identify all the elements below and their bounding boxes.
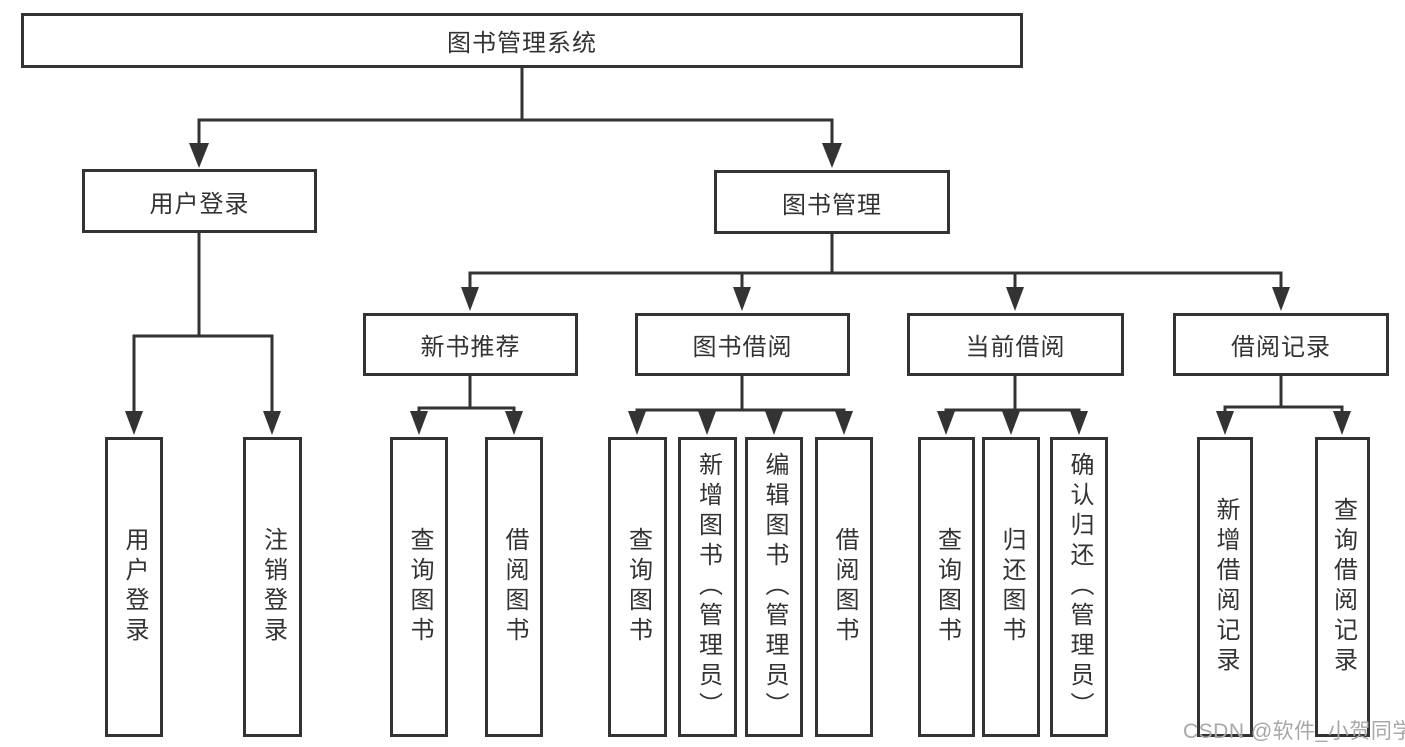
leaf-borrow-books-recommend: 借阅图书 <box>485 437 543 737</box>
node-borrowing-records-label: 借阅记录 <box>1231 334 1331 361</box>
watermark-text: CSDN @软件_小贺同学 <box>1183 720 1405 743</box>
leaf-confirm-return-admin: 确认归还（管理员） <box>1050 437 1108 737</box>
leaf-user-login: 用户登录 <box>105 437 163 737</box>
leaf-return-books: 归还图书 <box>982 437 1040 737</box>
leaf-borrow-books-label: 借阅图书 <box>831 527 858 647</box>
node-root: 图书管理系统 <box>21 13 1023 68</box>
leaf-add-borrow-record-label: 新增借阅记录 <box>1212 497 1239 677</box>
leaf-query-books-recommend: 查询图书 <box>390 437 448 737</box>
leaf-query-books-borrowing-label: 查询图书 <box>624 527 652 647</box>
leaf-logout-label: 注销登录 <box>259 527 287 647</box>
leaf-logout: 注销登录 <box>243 437 302 737</box>
leaf-query-books-recommend-label: 查询图书 <box>406 527 433 647</box>
leaf-borrow-books: 借阅图书 <box>815 437 873 737</box>
leaf-edit-book-admin: 编辑图书（管理员） <box>745 437 803 737</box>
leaf-add-book-admin: 新增图书（管理员） <box>678 437 737 737</box>
node-new-book-recommend-label: 新书推荐 <box>420 334 521 361</box>
leaf-edit-book-admin-label: 编辑图书（管理员） <box>761 452 788 722</box>
leaf-query-books-current-label: 查询图书 <box>933 527 961 647</box>
node-book-borrowing: 图书借阅 <box>635 313 850 376</box>
leaf-query-books-current: 查询图书 <box>918 437 975 737</box>
leaf-query-books-borrowing: 查询图书 <box>608 437 667 737</box>
node-book-management: 图书管理 <box>714 170 950 234</box>
node-user-login: 用户登录 <box>82 169 317 233</box>
node-current-borrowing: 当前借阅 <box>907 313 1124 376</box>
leaf-return-books-label: 归还图书 <box>998 527 1025 647</box>
node-current-borrowing-label: 当前借阅 <box>965 334 1066 361</box>
node-book-management-label: 图书管理 <box>782 191 882 219</box>
leaf-user-login-label: 用户登录 <box>121 527 148 647</box>
leaf-add-borrow-record: 新增借阅记录 <box>1197 437 1253 737</box>
node-borrowing-records: 借阅记录 <box>1173 313 1389 376</box>
leaf-add-book-admin-label: 新增图书（管理员） <box>694 452 722 722</box>
leaf-query-borrow-record-label: 查询借阅记录 <box>1329 497 1357 677</box>
leaf-query-borrow-record: 查询借阅记录 <box>1315 437 1370 737</box>
node-user-login-label: 用户登录 <box>149 190 250 218</box>
leaf-borrow-books-recommend-label: 借阅图书 <box>501 527 528 647</box>
node-new-book-recommend: 新书推荐 <box>363 313 578 376</box>
leaf-confirm-return-admin-label: 确认归还（管理员） <box>1066 452 1093 722</box>
node-book-borrowing-label: 图书借阅 <box>692 334 793 361</box>
node-root-label: 图书管理系统 <box>447 30 597 57</box>
